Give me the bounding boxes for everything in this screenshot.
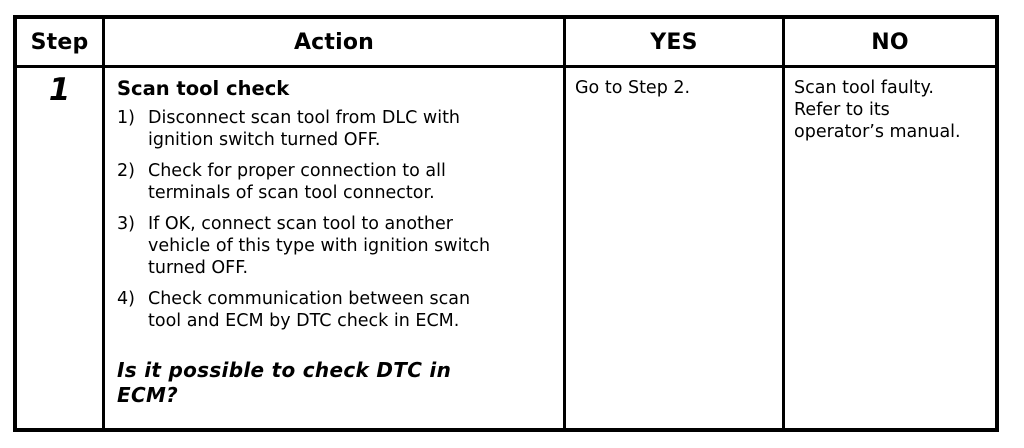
column-header-step-label: Step xyxy=(30,29,89,55)
action-cell: Scan tool check 1) Disconnect scan tool … xyxy=(105,68,566,428)
action-item-text: Check communication between scan tool an… xyxy=(148,289,471,331)
no-result-cell: Scan tool faulty. Refer to its operator’… xyxy=(794,78,961,142)
action-title: Scan tool check xyxy=(117,77,290,100)
column-header-no-label: NO xyxy=(871,29,909,55)
action-item-text: Disconnect scan tool from DLC with ignit… xyxy=(148,108,461,150)
action-list-item: 4) Check communication between scan tool… xyxy=(117,288,553,332)
action-item-number: 1) xyxy=(117,108,135,128)
column-header-yes: YES xyxy=(566,19,785,68)
column-header-step: Step xyxy=(17,19,105,68)
column-header-action-label: Action xyxy=(293,29,375,55)
diagnostic-step-table: Step Action YES NO 1 Scan tool check 1) … xyxy=(13,15,999,432)
column-header-action: Action xyxy=(105,19,566,68)
action-item-number: 3) xyxy=(117,214,135,234)
action-item-number: 4) xyxy=(117,289,135,309)
step-number-cell: 1 xyxy=(17,68,105,428)
action-item-text: Check for proper connection to all termi… xyxy=(148,161,446,203)
yes-result-cell: Go to Step 2. xyxy=(566,68,785,428)
action-list-item: 2) Check for proper connection to all te… xyxy=(117,160,553,204)
action-item-number: 2) xyxy=(117,161,135,181)
action-question: Is it possible to check DTC in ECM? xyxy=(117,358,452,407)
action-item-text: If OK, connect scan tool to another vehi… xyxy=(148,214,491,278)
action-list-item: 1) Disconnect scan tool from DLC with ig… xyxy=(117,107,553,151)
action-list-item: 3) If OK, connect scan tool to another v… xyxy=(117,213,553,279)
step-number: 1 xyxy=(48,72,71,108)
column-header-no: NO xyxy=(785,19,995,68)
column-header-yes-label: YES xyxy=(650,29,698,55)
